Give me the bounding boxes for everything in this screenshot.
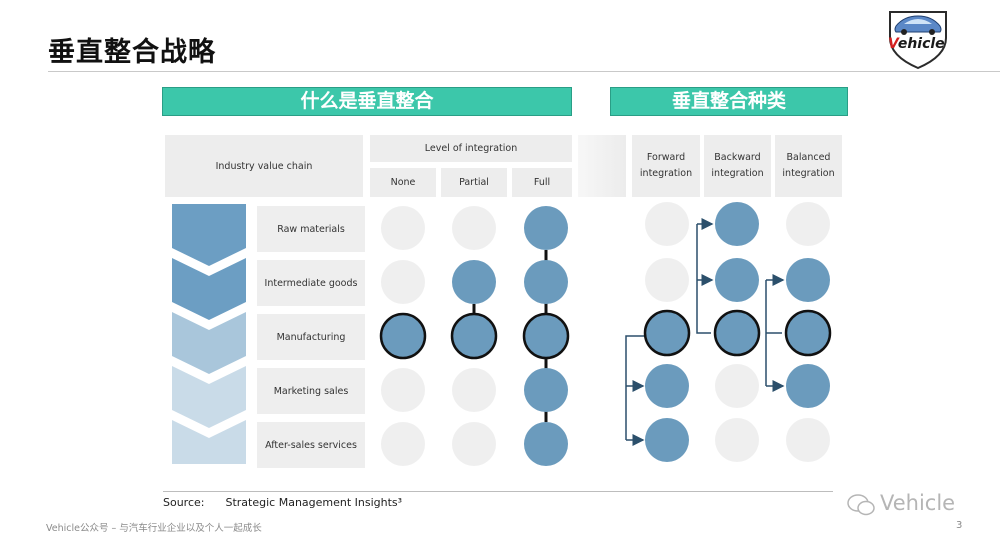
footer-text: Vehicle公众号 – 与汽车行业企业以及个人一起成长 [46, 523, 262, 534]
backward-raw-node [715, 202, 759, 246]
partial-manufacturing-node [450, 312, 498, 360]
balanced-intermediate-node [786, 258, 830, 302]
none-raw-node [381, 206, 425, 250]
full-marketing-node [524, 368, 568, 412]
none-aftersales-node [381, 422, 425, 466]
car-shield-icon [889, 11, 947, 70]
watermark-text: Vehicle [880, 491, 956, 515]
stage-label-manufacturing: Manufacturing [257, 314, 365, 360]
backward-connector [696, 224, 711, 334]
banner-what-is-vertical-integration: 什么是垂直整合 [162, 87, 572, 116]
backward-manufacturing-node [713, 309, 761, 357]
page-number: 3 [956, 520, 963, 531]
forward-raw-node [645, 202, 689, 246]
forward-marketing-node [645, 364, 689, 408]
chevron-marketing-sales [172, 366, 246, 428]
backward-marketing-node [715, 364, 759, 408]
banner-types-of-vertical-integration: 垂直整合种类 [610, 87, 848, 116]
full-raw-node [524, 206, 568, 250]
stage-label-raw-materials: Raw materials [257, 206, 365, 252]
source-text: Strategic Management Insights³ [225, 496, 403, 509]
logo-text: Vehicle [888, 36, 945, 52]
stage-label-intermediate-goods: Intermediate goods [257, 260, 365, 306]
full-manufacturing-node [522, 312, 570, 360]
header-value-chain: Industry value chain [165, 135, 363, 197]
chevron-after-sales [172, 420, 246, 464]
balanced-aftersales-node [786, 418, 830, 462]
none-intermediate-node [381, 260, 425, 304]
forward-manufacturing-node [643, 309, 691, 357]
header-level-full: Full [512, 168, 572, 197]
balanced-marketing-node [786, 364, 830, 408]
wechat-icon [846, 493, 876, 517]
none-marketing-node [381, 368, 425, 412]
none-manufacturing-node [379, 312, 427, 360]
stage-label-after-sales-services: After-sales services [257, 422, 365, 468]
source-label: Source: [163, 496, 205, 509]
header-gap [578, 135, 626, 197]
backward-intermediate-node [715, 258, 759, 302]
chevron-raw-materials [172, 204, 246, 266]
backward-aftersales-node [715, 418, 759, 462]
balanced-manufacturing-node [784, 309, 832, 357]
vehicle-logo [884, 8, 952, 70]
source-note: Source: Strategic Management Insights³ [163, 496, 402, 509]
full-aftersales-node [524, 422, 568, 466]
forward-aftersales-node [645, 418, 689, 462]
header-level-of-integration: Level of integration [370, 135, 572, 162]
partial-aftersales-node [452, 422, 496, 466]
source-divider [163, 491, 833, 492]
title-divider [48, 71, 1000, 72]
partial-marketing-node [452, 368, 496, 412]
chevron-manufacturing [172, 312, 246, 374]
header-level-partial: Partial [441, 168, 507, 197]
balanced-connector [765, 280, 782, 386]
page-title: 垂直整合战略 [48, 37, 216, 68]
full-intermediate-node [524, 260, 568, 304]
chevron-intermediate-goods [172, 258, 246, 320]
forward-connector [625, 335, 647, 440]
balanced-raw-node [786, 202, 830, 246]
partial-intermediate-node [452, 260, 496, 304]
partial-raw-node [452, 206, 496, 250]
stage-label-marketing-sales: Marketing sales [257, 368, 365, 414]
header-level-none: None [370, 168, 436, 197]
forward-intermediate-node [645, 258, 689, 302]
